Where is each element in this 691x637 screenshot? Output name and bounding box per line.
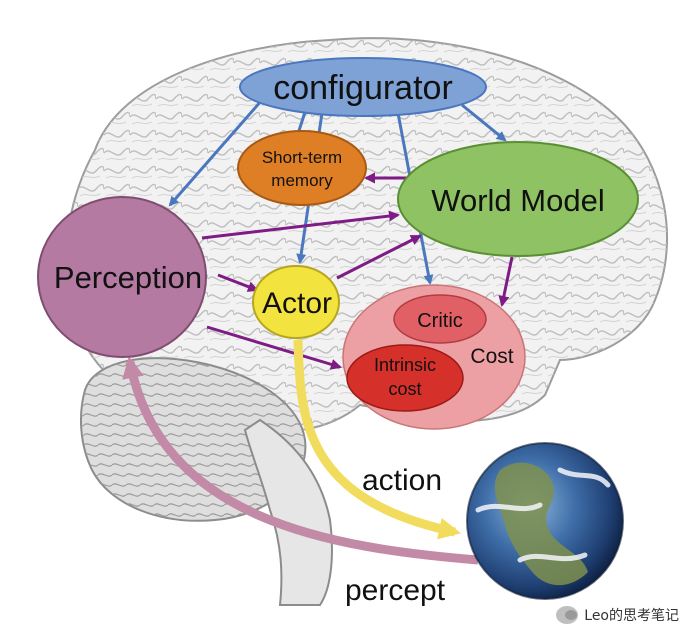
wechat-icon [556, 606, 579, 624]
critic-label: Critic [417, 310, 463, 332]
arrow-perception-to-world-model [201, 210, 400, 240]
arrow-actor-to-world-model [336, 234, 422, 280]
watermark-text: Leo的思考笔记 [584, 608, 679, 624]
intrinsic-cost-ellipse [346, 344, 464, 412]
percept-arrow [122, 356, 479, 565]
world-model-label: World Model [431, 183, 604, 218]
intrinsic-cost-label-line1: Intrinsic [374, 355, 436, 375]
actor-label: Actor [262, 287, 332, 320]
earth-clouds [475, 467, 611, 563]
short-term-memory-ellipse [237, 130, 367, 206]
perception-node: Perception [37, 196, 207, 358]
percept-label: percept [345, 574, 446, 607]
arrow-world-model-to-cost [498, 256, 514, 307]
intrinsic-cost-label-line2: cost [388, 379, 421, 399]
action-arrow [293, 339, 461, 540]
action-label: action [362, 464, 442, 497]
brainstem-shape [243, 418, 333, 606]
world-model-node: World Model [397, 141, 639, 257]
cost-node: Critic Intrinsic cost Cost [342, 284, 526, 430]
watermark: Leo的思考笔记 [556, 605, 679, 625]
configurator-label: configurator [273, 69, 453, 107]
critic-ellipse [393, 294, 487, 344]
arrow-configurator-to-perception [168, 99, 264, 207]
short-term-memory-label-line1: Short-term [262, 148, 342, 167]
short-term-memory-node: Short-term memory [237, 130, 367, 206]
arrow-configurator-to-world-model [461, 103, 507, 142]
arrow-perception-to-actor [217, 273, 259, 292]
actor-node: Actor [252, 265, 340, 339]
earth-globe [466, 442, 624, 600]
cost-label: Cost [470, 345, 513, 368]
earth-shadow [466, 442, 624, 600]
actor-ellipse [252, 265, 340, 339]
world-model-ellipse [397, 141, 639, 257]
perception-label: Perception [54, 260, 202, 295]
configurator-ellipse [239, 57, 487, 117]
perception-ellipse [37, 196, 207, 358]
arrow-perception-to-cost [206, 325, 342, 370]
earth-landmass [494, 462, 588, 586]
short-term-memory-label-line2: memory [271, 171, 333, 190]
configurator-node: configurator [239, 57, 487, 117]
